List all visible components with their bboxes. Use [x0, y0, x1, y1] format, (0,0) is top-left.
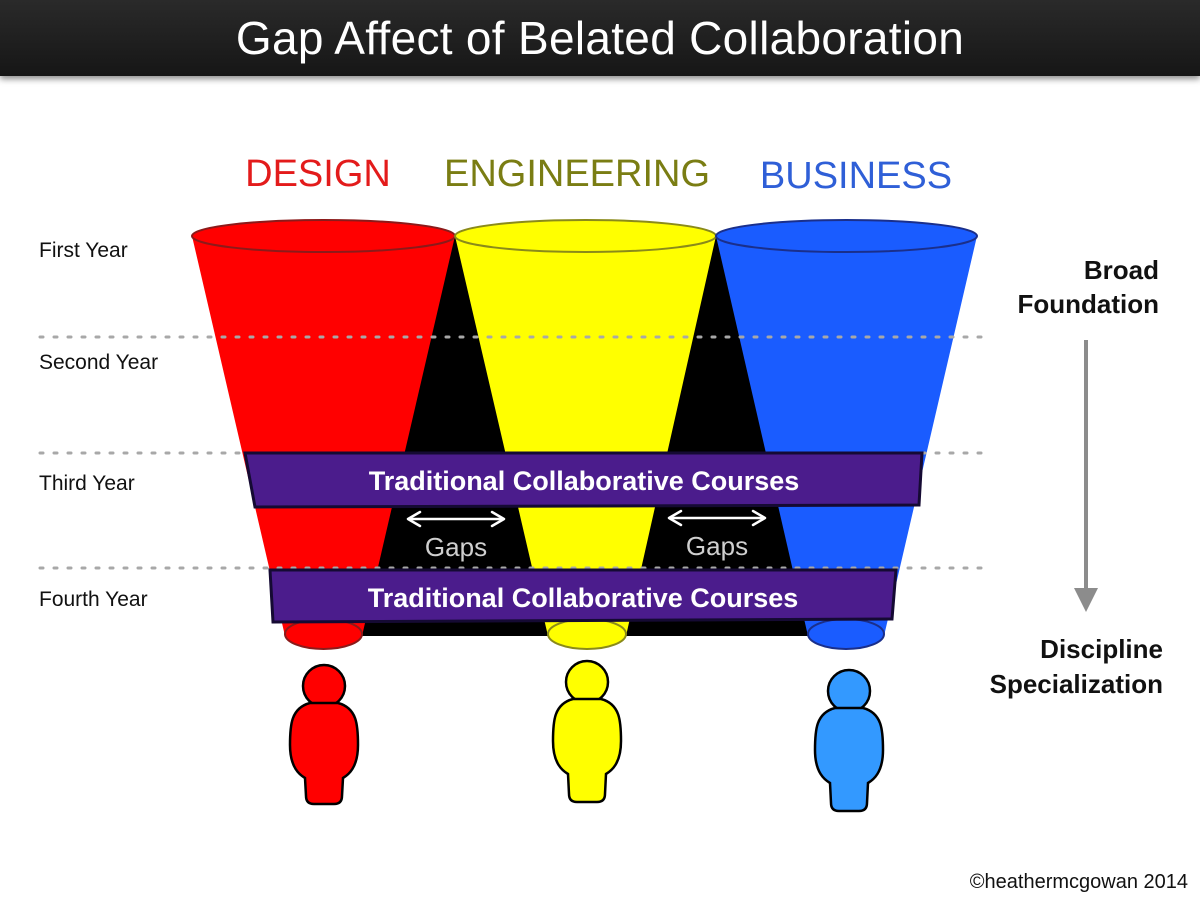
engineering-funnel	[454, 219, 717, 650]
person-design-icon	[288, 663, 360, 806]
copyright-text: ©heathermcgowan 2014	[970, 871, 1188, 893]
course-band-fourth-year: Traditional Collaborative Courses	[268, 568, 898, 624]
course-label-fourth-year: Traditional Collaborative Courses	[368, 583, 799, 613]
heading-design: DESIGN	[245, 153, 391, 195]
heading-business: BUSINESS	[760, 155, 952, 197]
year-label-third: Third Year	[39, 472, 135, 495]
year-label-first: First Year	[39, 239, 128, 262]
course-band-third-year: Traditional Collaborative Courses	[243, 451, 924, 509]
broad-foundation-line1: Broad	[1084, 255, 1159, 285]
broad-foundation-line2: Foundation	[1017, 289, 1159, 319]
person-engineering-icon	[551, 659, 623, 804]
person-business-icon	[813, 668, 885, 813]
heading-engineering: ENGINEERING	[444, 153, 710, 195]
year-label-second: Second Year	[39, 351, 158, 374]
page-title: Gap Affect of Belated Collaboration	[235, 12, 965, 64]
gaps-label-right: Gaps	[686, 531, 748, 561]
discipline-specialization-line1: Discipline	[1040, 634, 1163, 664]
course-label-third-year: Traditional Collaborative Courses	[369, 466, 800, 496]
gap-arrow-right	[667, 509, 767, 527]
title-bar: Gap Affect of Belated Collaboration	[0, 0, 1200, 76]
gap-arrow-left	[406, 510, 506, 528]
year-label-fourth: Fourth Year	[39, 588, 148, 611]
discipline-specialization-line2: Specialization	[990, 669, 1163, 699]
gaps-label-left: Gaps	[425, 532, 487, 562]
